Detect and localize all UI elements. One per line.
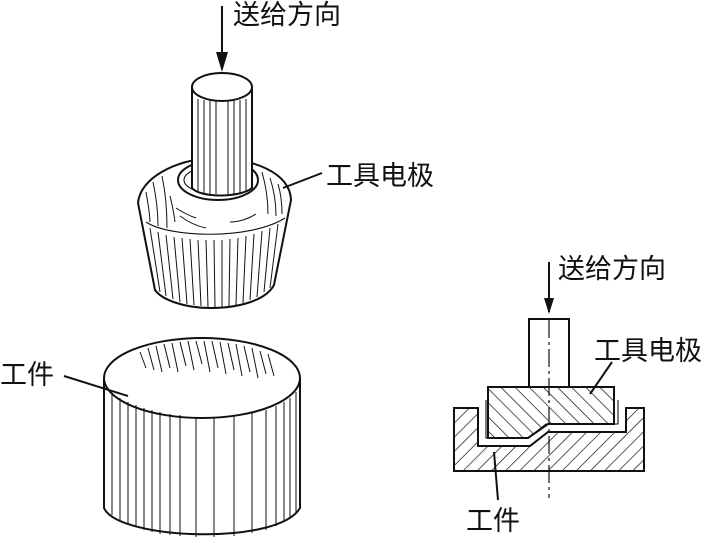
tool-electrode-3d [136, 72, 293, 310]
workpiece-label-left: 工件 [0, 360, 54, 391]
workpiece-side-hatching [111, 392, 297, 537]
perspective-view: 送给方向 [0, 0, 434, 537]
tool-band-hatching [149, 223, 279, 308]
tool-electrode-label-right: 工具电极 [594, 336, 702, 367]
tool-shaft-hatching [197, 99, 247, 194]
tool-electrode-label-left: 工具电极 [326, 161, 434, 192]
workpiece-label-right: 工件 [466, 506, 520, 537]
feed-direction-label-left: 送给方向 [233, 0, 341, 31]
tool-electrode-leader-right [589, 361, 613, 395]
workpiece-3d [103, 337, 301, 537]
workpiece-leader-left [63, 375, 129, 397]
section-view: 送给方向 工具电极 工件 [453, 254, 702, 537]
tool-cone-shading [145, 171, 283, 229]
workpiece-leader-right [493, 451, 499, 501]
feed-arrow-right [544, 262, 554, 314]
tool-electrode-section [487, 386, 615, 439]
feed-direction-label-right: 送给方向 [558, 254, 666, 285]
feed-arrow-left [216, 6, 228, 72]
tool-electrode-leader-left [282, 172, 323, 189]
workpiece-top-shading [139, 340, 275, 379]
